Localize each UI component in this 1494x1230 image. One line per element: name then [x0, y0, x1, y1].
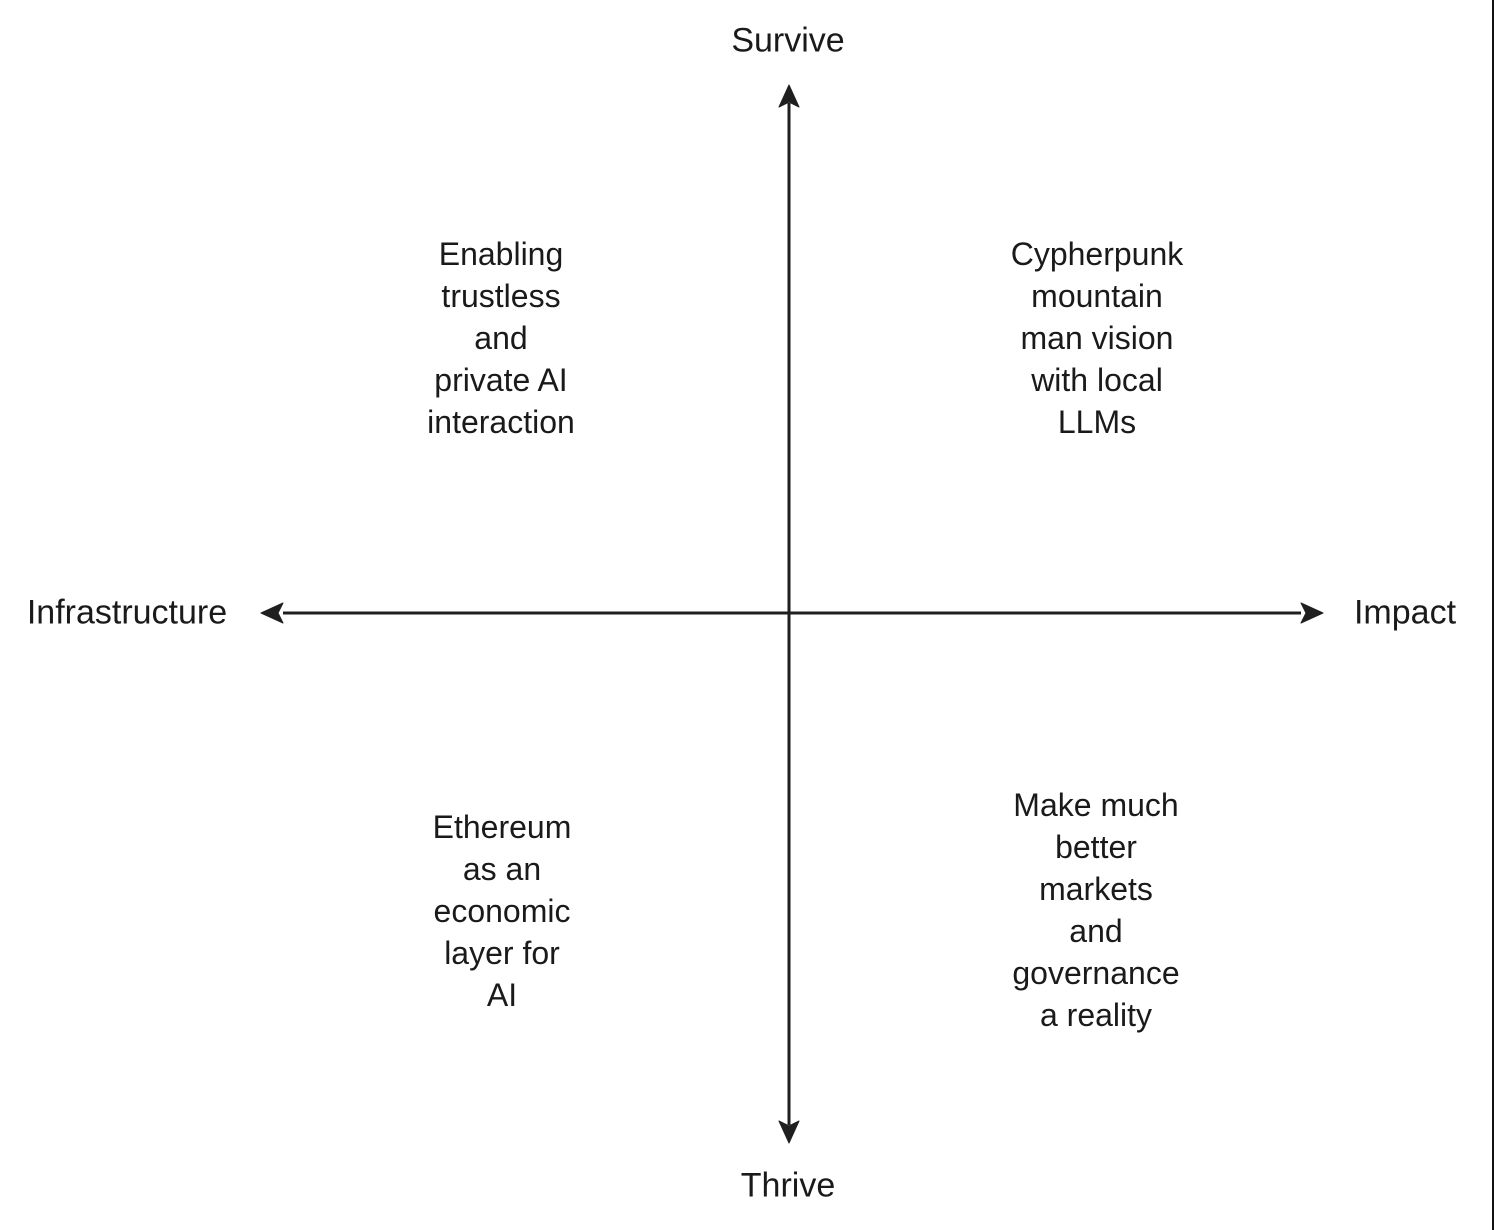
axis-label-survive: Survive — [731, 21, 845, 60]
arrow-down-icon — [778, 1120, 800, 1144]
quadrant-text-bottom-right: Make much better markets and governance … — [1012, 787, 1180, 1033]
quadrant-text-bottom-left: Ethereum as an economic layer for AI — [432, 809, 572, 1013]
axis-label-impact: Impact — [1353, 593, 1457, 632]
screen-right-edge — [1492, 0, 1494, 1230]
arrow-up-icon — [778, 84, 800, 108]
arrow-left-icon — [260, 602, 284, 624]
quadrant-text-top-right: Cypherpunk mountain man vision with loca… — [1010, 236, 1184, 440]
axis-label-thrive: Thrive — [740, 1166, 836, 1205]
quadrant-text-top-left: Enabling trustless and private AI intera… — [427, 236, 575, 440]
axis-label-infrastructure: Infrastructure — [26, 593, 228, 632]
arrow-right-icon — [1300, 602, 1324, 624]
